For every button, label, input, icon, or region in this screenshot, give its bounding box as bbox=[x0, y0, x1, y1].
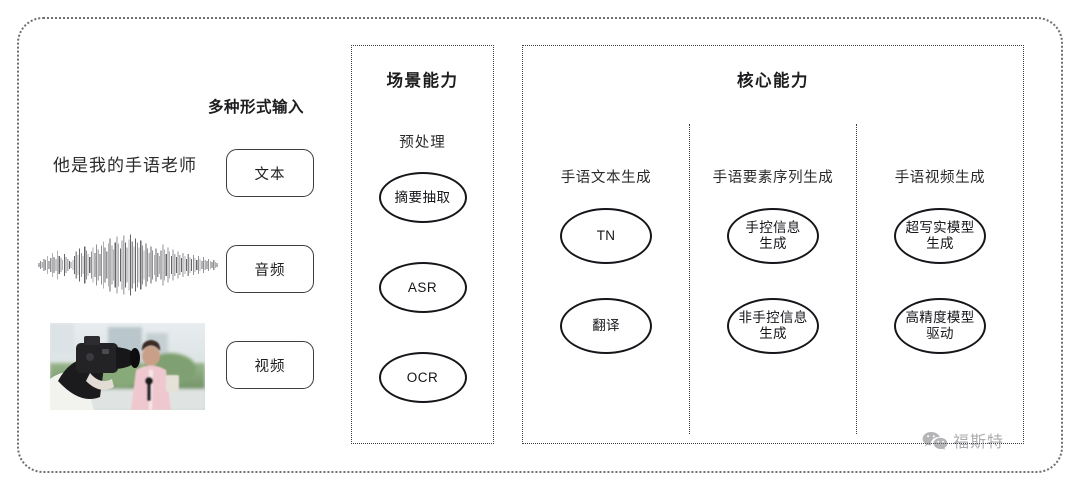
input-modality-video[interactable]: 视频 bbox=[226, 341, 314, 389]
core-node-label-line1: 翻译 bbox=[592, 318, 620, 334]
core-node-list: 手控信息生成非手控信息生成 bbox=[690, 208, 856, 388]
scene-node[interactable]: OCR bbox=[378, 352, 467, 403]
core-node-label-line2: 驱动 bbox=[926, 326, 954, 341]
core-node[interactable]: 手控信息生成 bbox=[727, 208, 819, 264]
scene-capability-box: 场景能力 预处理 摘要抽取 ASR OCR bbox=[351, 45, 494, 444]
core-node-label-line1: 非手控信息 bbox=[738, 310, 808, 326]
core-node-label-line2: 生成 bbox=[759, 236, 787, 251]
core-node-label-line2: 生成 bbox=[926, 236, 954, 251]
core-node-label-line1: 手控信息 bbox=[745, 220, 801, 236]
core-node-label-line2: 生成 bbox=[759, 326, 787, 341]
core-node[interactable]: 翻译 bbox=[560, 298, 652, 354]
video-thumbnail-image bbox=[50, 323, 205, 410]
watermark: 福斯特 bbox=[922, 428, 1004, 452]
core-node[interactable]: 高精度模型驱动 bbox=[894, 298, 986, 354]
core-node-list: 超写实模型生成高精度模型驱动 bbox=[857, 208, 1023, 388]
audio-waveform-icon bbox=[38, 234, 218, 296]
input-modality-text[interactable]: 文本 bbox=[226, 149, 314, 197]
core-column-title: 手语要素序列生成 bbox=[712, 170, 834, 186]
core-column: 手语视频生成超写实模型生成高精度模型驱动 bbox=[856, 124, 1023, 434]
core-node-label: 非手控信息生成 bbox=[739, 310, 808, 342]
core-node-label-line1: 超写实模型 bbox=[905, 220, 975, 236]
core-capability-title: 核心能力 bbox=[737, 72, 809, 90]
core-node-label: 高精度模型驱动 bbox=[906, 310, 975, 342]
scene-node-label: 摘要抽取 bbox=[394, 189, 451, 205]
core-column: 手语文本生成 TN 翻译 bbox=[523, 124, 689, 434]
input-modality-text-label: 文本 bbox=[254, 166, 286, 183]
scene-node[interactable]: 摘要抽取 bbox=[378, 172, 467, 223]
scene-node[interactable]: ASR bbox=[378, 262, 467, 313]
input-modality-video-label: 视频 bbox=[254, 358, 286, 375]
scene-capability-title: 场景能力 bbox=[386, 72, 459, 90]
core-column-title: 手语文本生成 bbox=[560, 170, 652, 186]
watermark-label: 福斯特 bbox=[953, 434, 1005, 451]
core-column: 手语要素序列生成手控信息生成非手控信息生成 bbox=[689, 124, 856, 434]
input-modality-audio-label: 音频 bbox=[254, 262, 286, 279]
core-node[interactable]: 超写实模型生成 bbox=[894, 208, 986, 264]
core-node[interactable]: 非手控信息生成 bbox=[727, 298, 819, 354]
scene-node-list: 摘要抽取 ASR OCR bbox=[352, 172, 493, 442]
core-column-title: 手语视频生成 bbox=[894, 170, 986, 186]
video-thumbnail bbox=[50, 323, 205, 410]
input-panel-title: 多种形式输入 bbox=[207, 99, 304, 116]
core-node-list: TN 翻译 bbox=[523, 208, 689, 388]
outer-frame bbox=[17, 17, 1063, 473]
core-node-label: 手控信息生成 bbox=[745, 220, 800, 252]
scene-node-label: ASR bbox=[407, 279, 438, 295]
core-node-label: 翻译 bbox=[592, 318, 620, 334]
wechat-icon bbox=[922, 431, 948, 450]
core-node-label: 超写实模型生成 bbox=[906, 220, 975, 252]
core-node-label: TN bbox=[597, 228, 616, 244]
scene-capability-subtitle: 预处理 bbox=[399, 135, 446, 151]
core-node-label-line1: 高精度模型 bbox=[905, 310, 975, 326]
core-node[interactable]: TN bbox=[560, 208, 652, 264]
core-node-label-line1: TN bbox=[596, 228, 616, 244]
sample-input-text: 他是我的手语老师 bbox=[53, 156, 197, 175]
input-panel: 多种形式输入 他是我的手语老师 bbox=[36, 95, 326, 415]
input-modality-audio[interactable]: 音频 bbox=[226, 245, 314, 293]
scene-node-label: OCR bbox=[406, 369, 439, 385]
